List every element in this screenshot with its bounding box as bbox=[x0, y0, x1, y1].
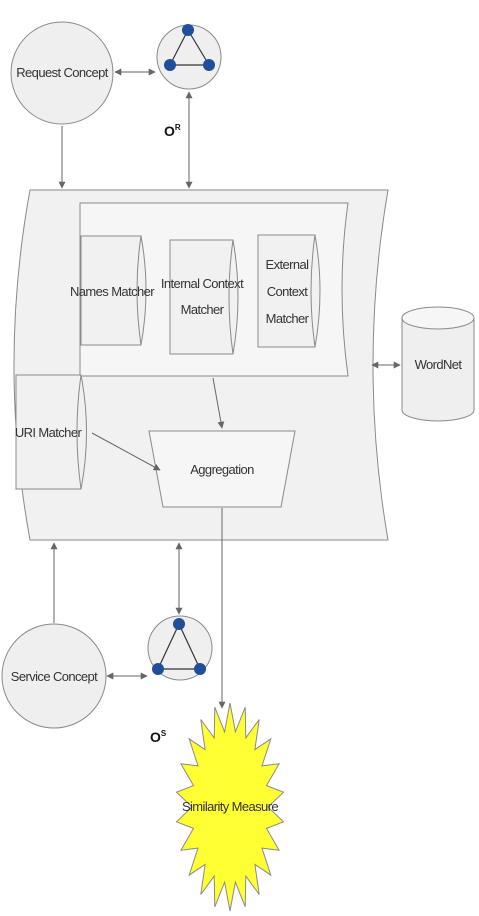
request-ontology-label: OR bbox=[164, 123, 181, 139]
arrow-context-to-aggregation bbox=[212, 377, 225, 429]
uri-matcher: URI Matcher bbox=[15, 374, 87, 490]
service-ontology-label: OS bbox=[150, 729, 167, 745]
internal-context-matcher-label-line1: Internal Context bbox=[161, 276, 244, 291]
graph-node-icon bbox=[173, 618, 185, 630]
graph-node-icon bbox=[203, 59, 215, 71]
internal-context-matcher: Internal Context Matcher bbox=[161, 239, 245, 355]
graph-node-icon bbox=[164, 59, 176, 71]
graph-node-icon bbox=[194, 663, 206, 675]
aggregation: Aggregation bbox=[148, 430, 296, 508]
names-matcher-label: Names Matcher bbox=[70, 284, 155, 299]
graph-node-icon bbox=[152, 663, 164, 675]
request-concept-label: Request Concept bbox=[16, 65, 108, 80]
external-context-matcher: External Context Matcher bbox=[257, 234, 321, 348]
similarity-measure-label: Similarity Measure bbox=[182, 799, 278, 814]
service-ontology bbox=[147, 615, 213, 681]
wordnet-database: WordNet bbox=[401, 306, 475, 422]
uri-matcher-label: URI Matcher bbox=[15, 425, 83, 440]
graph-node-icon bbox=[182, 24, 194, 36]
service-concept: Service Concept bbox=[1, 623, 107, 729]
names-matcher: Names Matcher bbox=[70, 235, 156, 346]
internal-context-matcher-label-line2: Matcher bbox=[181, 302, 225, 317]
aggregation-label: Aggregation bbox=[190, 462, 254, 477]
external-context-matcher-label-line1: External bbox=[266, 257, 310, 272]
service-concept-label: Service Concept bbox=[11, 669, 98, 684]
external-context-matcher-label-line3: Matcher bbox=[266, 311, 310, 326]
request-concept: Request Concept bbox=[10, 21, 114, 125]
wordnet-label: WordNet bbox=[415, 357, 463, 372]
arrow-uri-to-aggregation bbox=[91, 432, 161, 471]
request-ontology bbox=[156, 24, 222, 90]
external-context-matcher-label-line2: Context bbox=[267, 284, 309, 299]
